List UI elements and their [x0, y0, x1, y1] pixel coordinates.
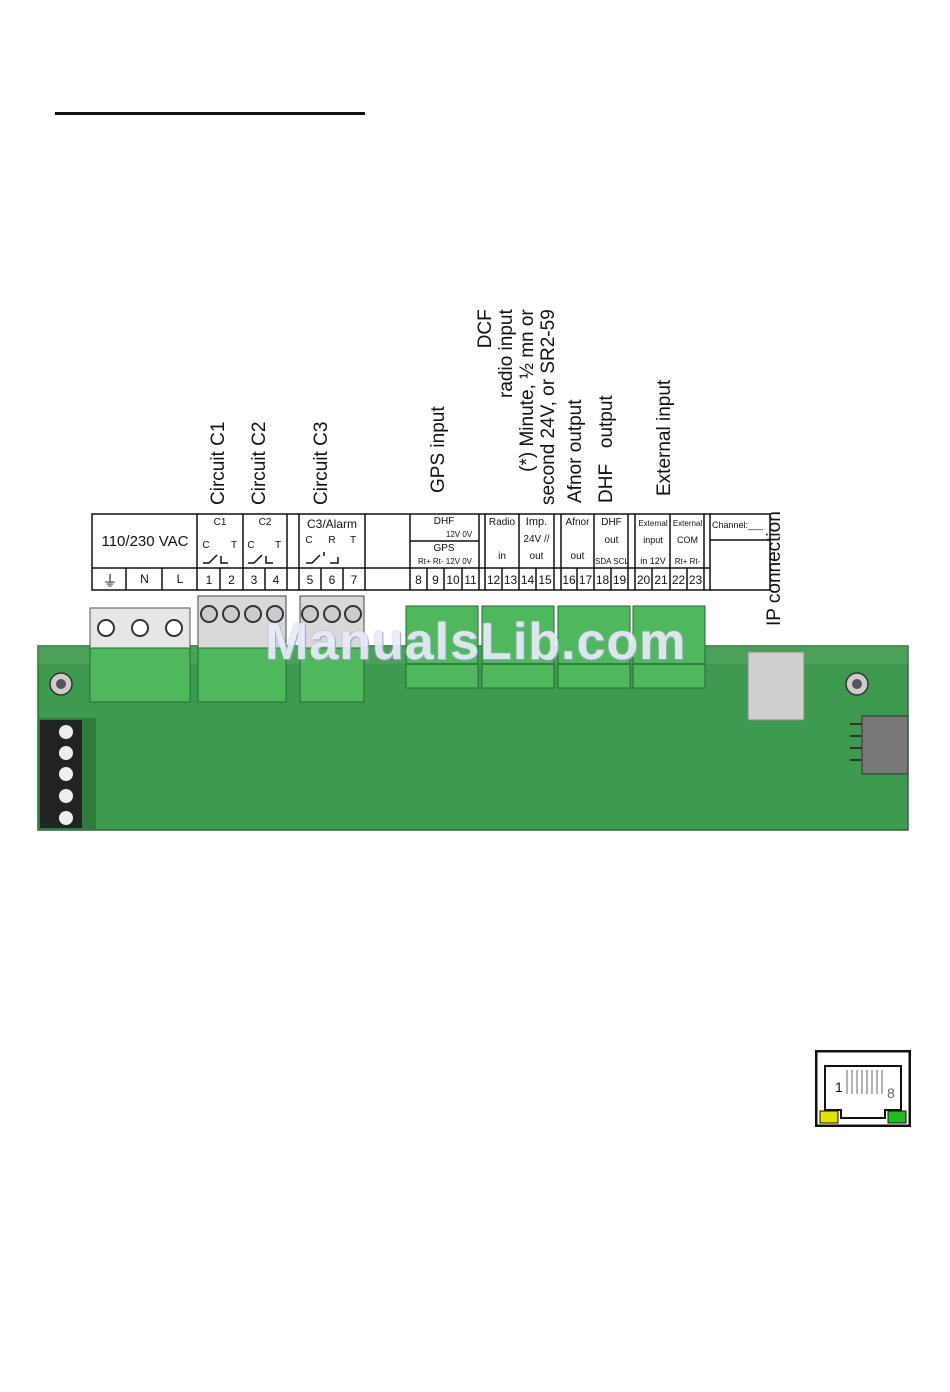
- afnor-out: out: [570, 551, 585, 562]
- dhf2-sub: SDA SCL: [595, 557, 629, 566]
- imp-sub: 24V //: [523, 534, 550, 545]
- rj45-pin-first: 1: [835, 1079, 843, 1095]
- ext-input-head2: input: [643, 535, 663, 545]
- watermark: ManualsLib.com: [265, 613, 687, 671]
- pin-number: 8: [415, 573, 422, 587]
- ext-input-sub: in 12V: [640, 556, 666, 566]
- imp-out: out: [529, 551, 544, 562]
- pin-number: 15: [538, 573, 552, 587]
- rj45-pin-last: 8: [887, 1085, 895, 1101]
- c3-r: R: [328, 535, 336, 546]
- pin-earth: ⏚: [102, 573, 118, 590]
- dhf-sub: 12V 0V: [445, 530, 473, 539]
- pin-number: 18: [595, 573, 610, 587]
- pin-number: 11: [464, 573, 477, 587]
- pin-number: 17: [578, 573, 593, 587]
- ext-input-head: External: [638, 519, 668, 528]
- pin-number: 7: [350, 573, 358, 587]
- pin-number: 19: [612, 573, 627, 587]
- led-yellow: [819, 1110, 839, 1124]
- channel-label: Channel:___: [712, 520, 764, 530]
- pin-number: 10: [446, 573, 460, 587]
- c2-head: C2: [258, 517, 272, 528]
- c2-t: T: [274, 540, 282, 551]
- rj45-port-icon: 1 8: [815, 1050, 911, 1127]
- dhf2-head: DHF: [601, 517, 622, 528]
- pin-number: 12: [486, 573, 501, 587]
- pin-number: 22: [671, 573, 686, 587]
- pin-number: 20: [636, 573, 651, 587]
- gps-head: GPS: [433, 543, 455, 554]
- pin-number: 16: [562, 573, 576, 587]
- pin-number: 14: [520, 573, 535, 587]
- pin-number: 9: [432, 573, 439, 587]
- c2-c: C: [247, 540, 255, 551]
- radio-head: Radio: [488, 517, 516, 528]
- pin-n: N: [140, 572, 149, 586]
- radio-in: in: [498, 551, 506, 562]
- ext-com-head2: COM: [677, 535, 698, 545]
- pin-number: 13: [503, 573, 518, 587]
- pin-number: 23: [688, 573, 703, 587]
- c3-t: T: [349, 535, 357, 546]
- pin-number: 21: [654, 573, 668, 587]
- pin-number: 6: [328, 573, 336, 587]
- ext-com-sub: Rt+ Rt-: [674, 557, 701, 566]
- pin-number: 3: [250, 573, 258, 587]
- c3-c: C: [305, 535, 313, 546]
- imp-head: Imp.: [525, 516, 548, 528]
- gps-sub: Rt+ Rt- 12V 0V: [417, 557, 473, 566]
- dhf-head: DHF: [433, 516, 455, 527]
- ext-com-head: External: [672, 519, 703, 528]
- afnor-head: Afnor: [565, 517, 590, 528]
- c1-c: C: [202, 540, 210, 551]
- pin-number: 5: [306, 573, 314, 587]
- c3-head: C3/Alarm: [306, 517, 357, 531]
- pin-l: L: [176, 572, 184, 586]
- pin-number: 2: [228, 573, 235, 587]
- power-label: 110/230 VAC: [101, 533, 189, 550]
- dhf2-out: out: [604, 535, 619, 546]
- pin-number: 1: [205, 573, 213, 587]
- pin-number: 4: [272, 573, 280, 587]
- led-green: [887, 1110, 907, 1124]
- c1-head: C1: [213, 517, 227, 528]
- c1-t: T: [230, 540, 238, 551]
- title-underline: [55, 112, 365, 115]
- terminal-table: [91, 513, 771, 591]
